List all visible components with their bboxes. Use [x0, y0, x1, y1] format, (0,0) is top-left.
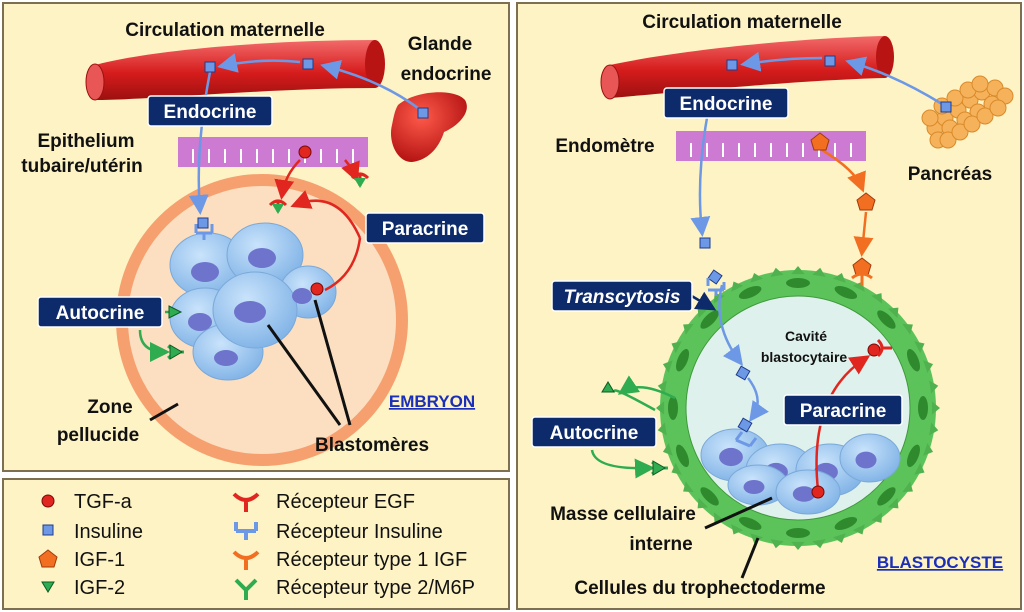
legend-igf1-icon	[38, 549, 58, 568]
insulin-square	[197, 217, 209, 229]
svg-text:Paracrine: Paracrine	[800, 401, 887, 422]
right-pointer-lines	[704, 496, 773, 579]
tgfa-circle	[867, 343, 881, 357]
right-autocrine-tag: Autocrine	[531, 416, 657, 448]
legend-m6p-receptor-label: Récepteur type 2/M6P	[276, 577, 475, 599]
legend-insulin-label: Insuline	[74, 521, 143, 543]
endometre-label: Endomètre	[555, 136, 654, 157]
legend-insulin-icon	[42, 524, 54, 536]
embryon-label: EMBRYON	[389, 392, 475, 411]
blue-receptor-icon	[194, 224, 214, 240]
tgfa-circle	[298, 145, 312, 159]
transcytosis-tag: Transcytosis	[551, 280, 693, 312]
right-paracrine-tag: Paracrine	[783, 394, 903, 426]
insulin-square	[824, 55, 836, 67]
legend-insulin-receptor-icon	[234, 522, 258, 540]
blue-receptor-icon	[706, 278, 726, 296]
cavite-label-line2: blastocytaire	[761, 349, 848, 365]
igf2-triangle	[168, 305, 183, 319]
svg-text:Paracrine: Paracrine	[382, 219, 469, 240]
gland-label-line1: Glande	[408, 34, 472, 55]
legend-tgfa-icon	[41, 494, 55, 508]
blastomeres-label: Blastomères	[315, 435, 429, 456]
blue-receptor-icon	[734, 431, 758, 448]
insulin-square	[735, 365, 751, 381]
legend-panel	[2, 478, 510, 610]
legend-egf-receptor-icon	[232, 492, 260, 512]
red-receptor-icon	[876, 338, 892, 358]
orange-receptor-icon	[851, 272, 873, 286]
igf2-triangle	[169, 344, 183, 360]
insulin-square	[707, 269, 723, 285]
tgfa-circle	[811, 485, 825, 499]
tgfa-circle	[310, 282, 324, 296]
right-molecules	[601, 55, 952, 499]
insulin-square	[940, 101, 952, 113]
legend-igf2-icon	[41, 581, 55, 593]
left-autocrine-tag: Autocrine	[37, 296, 163, 328]
legend-insulin-receptor-label: Récepteur Insuline	[276, 521, 443, 543]
masse-label-line1: Masse cellulaire	[550, 504, 696, 525]
left-arrows	[138, 53, 419, 362]
legend-igf1-receptor-label: Récepteur type 1 IGF	[276, 549, 467, 571]
masse-label-line2: interne	[629, 534, 692, 555]
svg-text:Autocrine: Autocrine	[56, 303, 145, 324]
zone-label-line1: Zone	[87, 397, 132, 418]
right-circulation-label: Circulation maternelle	[642, 12, 842, 33]
cavite-label-line1: Cavité	[785, 328, 827, 344]
legend-egf-receptor-label: Récepteur EGF	[276, 491, 415, 513]
blastomere-cluster	[169, 222, 337, 381]
pancreas-organ	[921, 75, 1014, 149]
legend-igf1-label: IGF-1	[74, 549, 125, 571]
zone-label-line2: pellucide	[57, 425, 139, 446]
left-circulation-label: Circulation maternelle	[125, 20, 325, 41]
gland-label-line2: endocrine	[401, 64, 492, 85]
epithelium-label-line1: Epithelium	[37, 131, 134, 152]
insulin-square	[699, 237, 711, 249]
legend-igf1-receptor-icon	[232, 550, 260, 570]
igf2-triangle	[601, 381, 615, 393]
igf2-triangle	[272, 204, 284, 214]
trophectoderme-label: Cellules du trophectoderme	[574, 578, 825, 599]
insulin-square	[726, 59, 738, 71]
igf2-triangle	[652, 460, 666, 476]
left-molecules	[167, 58, 429, 360]
legend-igf2-label: IGF-2	[74, 577, 125, 599]
left-pointer-lines	[149, 299, 352, 426]
legend-m6p-receptor-icon	[234, 578, 258, 600]
blastocyste-label: BLASTOCYSTE	[877, 553, 1003, 572]
insulin-square	[204, 61, 216, 73]
left-paracrine-tag: Paracrine	[365, 212, 485, 244]
epithelium-label-line2: tubaire/utérin	[21, 156, 142, 177]
igf1-pentagon	[810, 132, 830, 151]
legend: TGF-a Insuline IGF-1 IGF-2 Récepteur EGF…	[38, 491, 475, 600]
legend-tgfa-label: TGF-a	[74, 491, 133, 513]
svg-text:Endocrine: Endocrine	[164, 102, 257, 123]
endocrine-gland	[390, 92, 467, 162]
svg-text:Endocrine: Endocrine	[680, 94, 773, 115]
igf1-pentagon	[856, 192, 876, 211]
left-epithelium	[178, 137, 368, 167]
pancreas-label: Pancréas	[908, 164, 993, 185]
svg-text:Transcytosis: Transcytosis	[564, 287, 681, 308]
svg-text:Autocrine: Autocrine	[550, 423, 639, 444]
insulin-square	[737, 417, 753, 433]
left-endocrine-tag: Endocrine	[147, 95, 273, 127]
insulin-square	[302, 58, 314, 70]
igf2-triangle	[354, 178, 366, 188]
right-endocrine-tag: Endocrine	[663, 87, 789, 119]
insulin-square	[417, 107, 429, 119]
